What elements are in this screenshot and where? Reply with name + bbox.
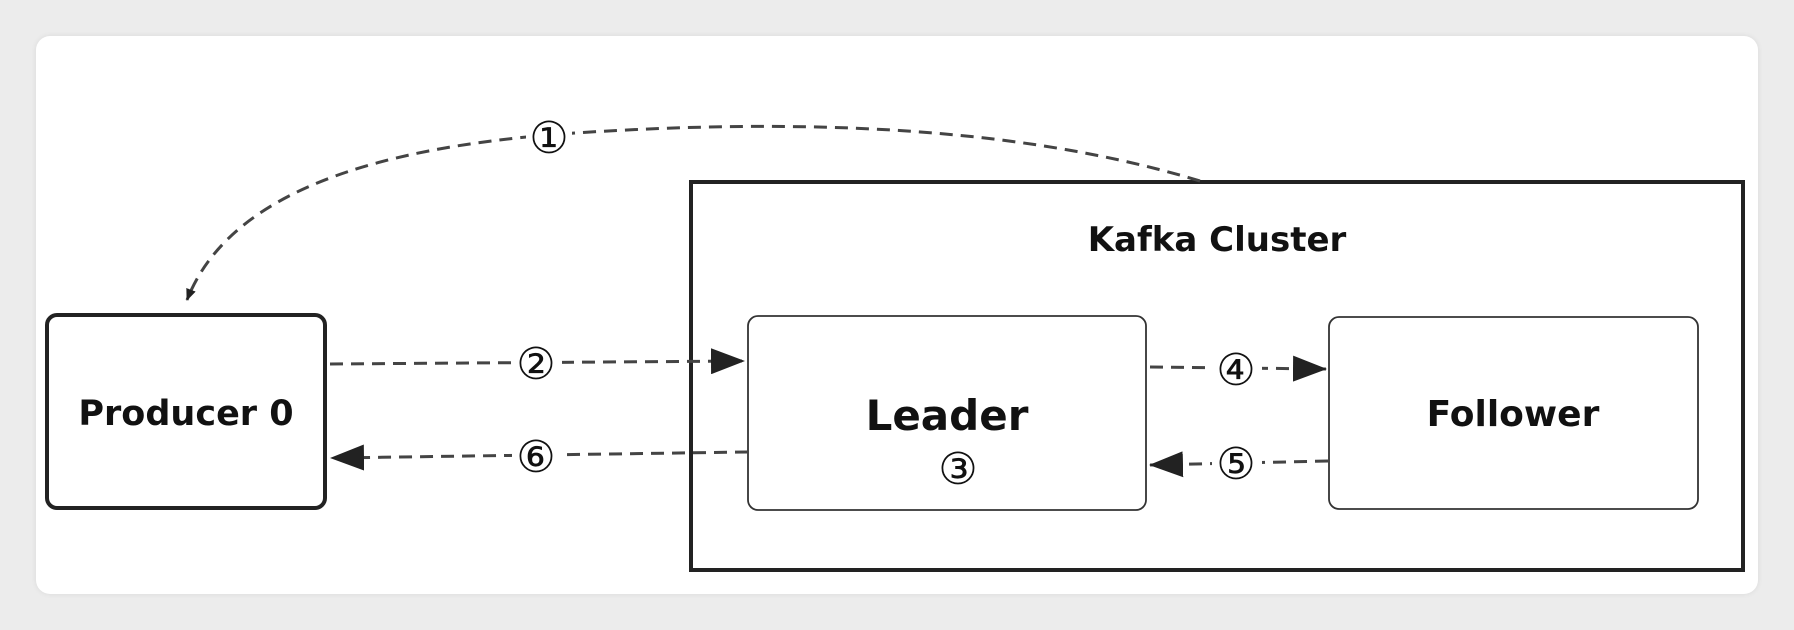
step-2-label-bg — [512, 340, 562, 386]
step-6-label-bg — [512, 432, 562, 478]
step-5-label-bg — [1212, 440, 1262, 486]
step-6-arrow — [330, 444, 749, 471]
step-5-label: ⑤ — [1216, 439, 1255, 490]
leader-label: Leader — [866, 391, 1029, 440]
step-2-arrow — [329, 348, 745, 375]
kafka-cluster-box — [689, 180, 1745, 572]
step-4-label: ④ — [1216, 345, 1255, 396]
step-2-label: ② — [516, 339, 555, 390]
step-1-label: ① — [529, 113, 568, 164]
follower-node[interactable] — [1328, 316, 1699, 510]
cluster-title: Kafka Cluster — [1088, 220, 1347, 260]
follower-label: Follower — [1427, 394, 1600, 435]
step-4-label-bg — [1212, 346, 1262, 392]
producer-label: Producer 0 — [78, 394, 293, 434]
step-6-label: ⑥ — [516, 432, 555, 483]
step-3-label: ③ — [938, 444, 977, 495]
step-1-arrow — [185, 124, 1201, 301]
leader-node[interactable] — [747, 315, 1147, 511]
step-1-label-bg — [526, 114, 572, 162]
producer-node[interactable] — [45, 313, 327, 510]
